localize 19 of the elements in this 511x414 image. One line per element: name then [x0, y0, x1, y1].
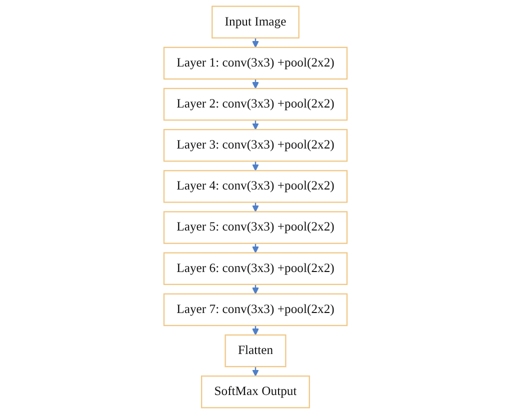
node-box: Input Image [212, 6, 300, 39]
node-box: Layer 5: conv(3x3) +pool(2x2) [163, 211, 348, 244]
node-box: Layer 3: conv(3x3) +pool(2x2) [163, 128, 348, 162]
node-box: Layer 7: conv(3x3) +pool(2x2) [163, 293, 348, 326]
node-box: Layer 4: conv(3x3) +pool(2x2) [163, 170, 348, 203]
arrow [252, 284, 259, 294]
arrow [252, 326, 259, 336]
arrow [252, 161, 259, 171]
arrow [252, 243, 259, 254]
node-box: Layer 6: conv(3x3) +pool(2x2) [163, 252, 348, 286]
node-box: Layer 1: conv(3x3) +pool(2x2) [163, 46, 348, 80]
node-box: Flatten [224, 334, 286, 368]
arrow [252, 202, 259, 212]
node-box: Layer 2: conv(3x3) +pool(2x2) [163, 88, 348, 121]
arrow [252, 79, 259, 89]
arrow [252, 38, 259, 48]
arrow [252, 366, 259, 376]
arrow [252, 120, 259, 130]
node-box: SoftMax Output [201, 375, 310, 408]
